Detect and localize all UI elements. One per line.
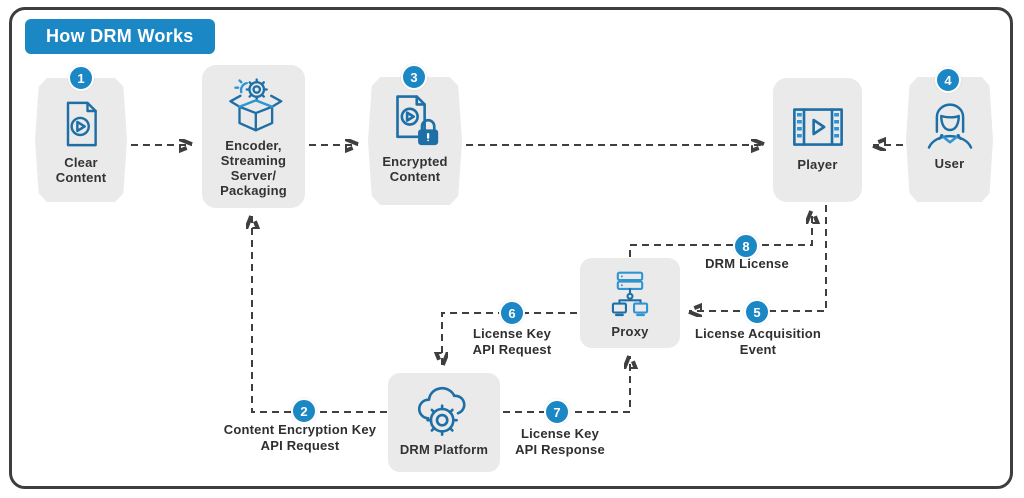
person-icon bbox=[922, 95, 978, 156]
document-play-icon bbox=[55, 98, 107, 155]
arrow-drm-license bbox=[629, 211, 812, 257]
step-badge-8: 8 bbox=[733, 233, 759, 259]
node-user: User bbox=[906, 77, 993, 202]
diagram-title-text: How DRM Works bbox=[46, 26, 194, 46]
arrow-content-encryption-key-request bbox=[252, 216, 387, 413]
step-badge-6: 6 bbox=[499, 300, 525, 326]
node-label: DRM Platform bbox=[399, 442, 489, 457]
node-label: Proxy bbox=[611, 324, 649, 339]
cloud-gear-icon bbox=[414, 381, 474, 442]
step-badge-2: 2 bbox=[291, 398, 317, 424]
step-badge-5: 5 bbox=[744, 299, 770, 325]
step-badge-3: 3 bbox=[401, 64, 427, 90]
node-label: User bbox=[934, 156, 965, 171]
step-badge-7: 7 bbox=[544, 399, 570, 425]
open-box-gear-icon bbox=[225, 75, 283, 138]
step-badge-1: 1 bbox=[68, 65, 94, 91]
node-drm-platform: DRM Platform bbox=[388, 373, 500, 472]
node-player: Player bbox=[773, 78, 862, 202]
step-badge-4: 4 bbox=[935, 67, 961, 93]
arrow-license-acquisition-event bbox=[689, 205, 827, 311]
edge-label-drm-license: DRM License bbox=[705, 256, 789, 271]
diagram-title: How DRM Works bbox=[25, 19, 215, 54]
node-proxy: Proxy bbox=[580, 258, 680, 348]
node-label: Player bbox=[797, 157, 838, 172]
arrow-license-key-api-request bbox=[442, 312, 577, 365]
film-strip-icon bbox=[790, 102, 846, 157]
server-network-icon bbox=[604, 267, 656, 324]
document-lock-icon bbox=[387, 93, 443, 154]
